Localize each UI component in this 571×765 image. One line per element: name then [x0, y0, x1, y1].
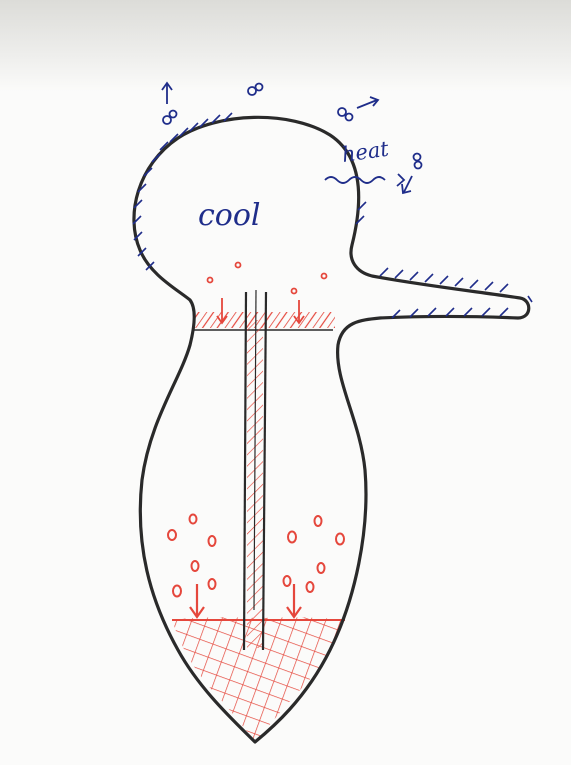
molecule-icon — [338, 108, 353, 121]
cool-label: cool — [198, 198, 261, 233]
heat-label: heat — [340, 137, 390, 167]
head-vapor-bubbles — [208, 263, 327, 294]
neck-liquid — [192, 312, 335, 330]
arrow-icon — [357, 97, 378, 108]
central-tube — [244, 290, 266, 650]
molecule-icon — [414, 154, 422, 169]
body-pressure-arrows — [190, 584, 301, 617]
head-felt-hatches — [133, 113, 532, 318]
heat-wave-arrow-icon — [325, 174, 404, 186]
molecule-icon — [248, 84, 263, 96]
molecule-icon — [163, 111, 177, 125]
arrow-icon — [162, 83, 172, 104]
